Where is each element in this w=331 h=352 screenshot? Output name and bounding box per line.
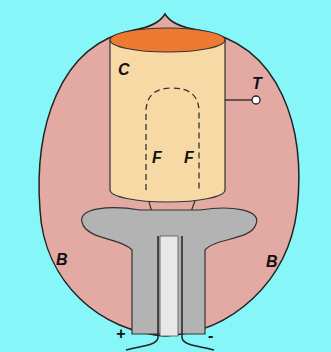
part-letter: C: [118, 62, 130, 78]
part-letter: B: [266, 254, 278, 270]
cylinder-top: [110, 28, 225, 52]
part-letter: F: [152, 150, 162, 166]
external-wire: [182, 236, 214, 350]
part-letter: F: [184, 150, 194, 166]
plate-cylinder: [110, 40, 225, 202]
polarity-sign: +: [116, 326, 125, 342]
filament: [146, 88, 199, 190]
terminal-wire: [225, 99, 252, 100]
terminal: [252, 96, 260, 104]
polarity-sign: -: [208, 328, 213, 344]
part-letter: B: [56, 252, 68, 268]
stem-slot: [160, 236, 178, 336]
terminal-letter: T: [252, 76, 262, 92]
glass-bulb: [39, 14, 299, 336]
external-wire: [126, 236, 158, 350]
